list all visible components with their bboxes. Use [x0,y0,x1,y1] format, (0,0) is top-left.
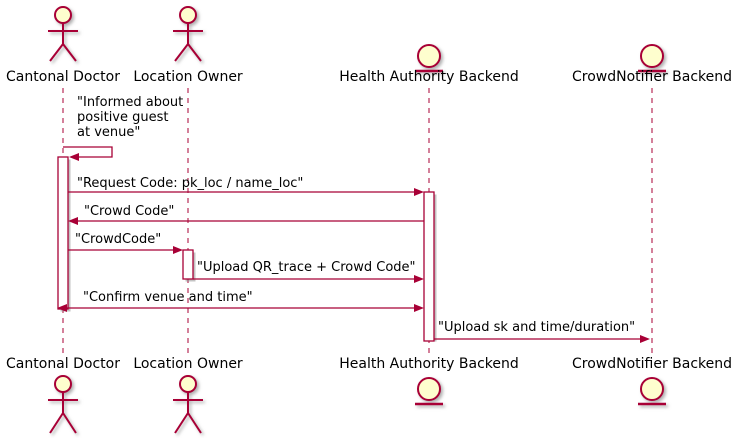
message-label-crowd-code: "Crowd Code" [84,204,175,219]
arrowhead-right-icon [414,188,424,196]
entity-icon [638,44,666,73]
arrowhead-left-icon [69,153,79,161]
arrowhead-right-icon [173,246,183,254]
message-label-upload-qr: "Upload QR_trace + Crowd Code" [197,260,416,275]
arrowhead-right-icon [414,304,424,312]
message-label-crowdcode: "CrowdCode" [75,232,162,247]
participant-label-crowdnotifier-top: CrowdNotifier Backend [571,69,733,85]
participant-label-cantonal-doctor-top: Cantonal Doctor [6,69,120,85]
activation-location-owner [182,249,194,280]
participant-label-location-owner-top: Location Owner [133,69,243,85]
participant-label-crowdnotifier-bottom: CrowdNotifier Backend [571,356,733,372]
participant-label-health-authority-top: Health Authority Backend [339,69,519,85]
arrowhead-right-icon [640,335,650,343]
arrowhead-right-icon [414,275,424,283]
message-label-confirm-venue: "Confirm venue and time" [83,290,253,305]
arrowhead-left-icon [68,217,78,225]
activation-health-authority-backend [423,191,435,342]
actor-icon [173,6,203,62]
entity-icon [415,377,443,406]
actor-icon [173,375,203,434]
arrow-self-informed [63,146,113,158]
message-label-informed: "Informed about positive guest at venue" [77,95,184,140]
participant-label-location-owner-bottom: Location Owner [133,356,243,372]
message-arrows [57,146,650,343]
activation-cantonal-doctor [57,156,69,310]
message-label-request-code: "Request Code: pk_loc / name_loc" [77,176,304,191]
activation-bars [57,156,437,342]
actor-icon [48,375,78,434]
entity-icon [415,44,443,73]
message-label-upload-sk: "Upload sk and time/duration" [438,320,636,335]
participant-label-health-authority-bottom: Health Authority Backend [339,356,519,372]
participant-label-cantonal-doctor-bottom: Cantonal Doctor [6,356,120,372]
entity-icon [638,377,666,406]
actor-icon [48,6,78,62]
arrowhead-left-icon [57,304,67,312]
